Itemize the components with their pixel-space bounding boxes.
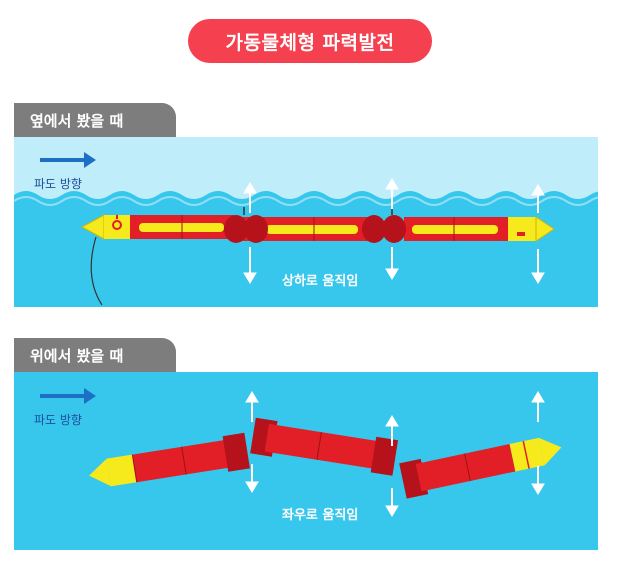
wave-line <box>14 196 598 206</box>
mooring-line <box>90 236 103 306</box>
top-motion-label: 좌우로 움직임 <box>282 508 359 523</box>
up-down-arrow-3 <box>531 184 545 284</box>
sea-water <box>14 191 598 307</box>
page-title: 가동물체형 파력발전 <box>188 19 432 63</box>
wave-direction-arrow <box>40 388 96 404</box>
tab-top-view: 위에서 봤을 때 <box>14 338 176 372</box>
wave-energy-device-top <box>89 417 562 499</box>
side-motion-label: 상하로 움직임 <box>282 274 359 289</box>
wave-direction-arrow <box>40 152 96 168</box>
wave-energy-device-side <box>80 207 555 243</box>
tab-side-view: 옆에서 봤을 때 <box>14 103 176 137</box>
side-view-panel: 파도 방향 상하로 움직임 <box>14 137 598 307</box>
left-right-arrow-3 <box>531 391 545 495</box>
left-right-arrow-2 <box>385 415 399 517</box>
side-wave-direction-label: 파도 방향 <box>34 177 82 191</box>
top-view-panel: 파도 방향 좌우로 움직임 <box>14 372 598 550</box>
left-right-arrow-1 <box>245 391 259 493</box>
up-down-arrow-2 <box>385 178 399 280</box>
top-wave-direction-label: 파도 방향 <box>34 413 82 427</box>
side-view-illustration <box>14 137 598 307</box>
top-view-illustration <box>40 388 562 517</box>
up-down-arrow-1 <box>243 182 257 284</box>
